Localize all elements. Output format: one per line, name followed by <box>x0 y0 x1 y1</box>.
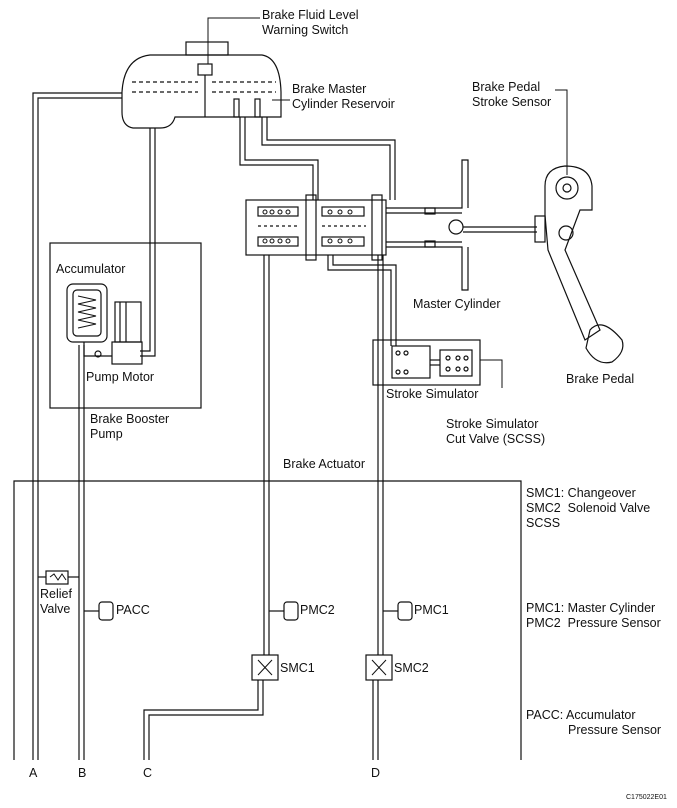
relief-valve-line-1: Relief <box>40 587 72 601</box>
pacc-sensor <box>84 601 114 621</box>
mc-simulator-line <box>327 255 397 346</box>
brake-pedal <box>544 165 624 364</box>
relief-valve-label: Relief Valve <box>40 587 72 617</box>
pmc1-sensor <box>383 601 413 621</box>
line-b <box>78 345 85 760</box>
legend-pressure: PMC1: Master Cylinder PMC2 Pressure Sens… <box>526 601 661 631</box>
reservoir-line-1: Brake Master <box>292 82 367 96</box>
legend-pressure-line-1: PMC1: Master Cylinder <box>526 601 656 615</box>
fluid-switch-leader <box>207 17 260 64</box>
booster-pump-label: Brake Booster Pump <box>90 412 169 442</box>
scss-line-1: Stroke Simulator <box>446 417 539 431</box>
reservoir-line-2: Cylinder Reservoir <box>292 97 395 111</box>
fluid-switch-line-2: Warning Switch <box>262 23 349 37</box>
reservoir-mc-lines <box>239 117 396 200</box>
figure-code: C175022E01 <box>626 794 667 801</box>
pacc-label: PACC <box>116 603 150 617</box>
stroke-sensor-line-1: Brake Pedal <box>472 80 541 94</box>
smc2-valve <box>365 654 393 681</box>
line-d <box>372 255 384 760</box>
relief-valve-line-2: Valve <box>40 602 71 616</box>
legend-pacc-line-2: Pressure Sensor <box>568 723 662 737</box>
pump-motor-label: Pump Motor <box>86 370 155 384</box>
reservoir-label: Brake Master Cylinder Reservoir <box>292 82 395 112</box>
scss-line-2: Cut Valve (SCSS) <box>446 432 546 446</box>
accumulator-label: Accumulator <box>56 262 126 276</box>
legend-pacc: PACC: Accumulator Pressure Sensor <box>526 708 661 738</box>
legend-solenoid-line-2: SMC2 Solenoid Valve <box>526 501 651 515</box>
master-cylinder <box>245 159 546 291</box>
fluid-switch-line-1: Brake Fluid Level <box>262 8 359 22</box>
legend-solenoid: SMC1: Changeover SMC2 Solenoid Valve SCS… <box>526 486 650 531</box>
port-d: D <box>371 766 381 780</box>
booster-pump-line-2: Pump <box>90 427 123 441</box>
scss-leader <box>480 359 503 388</box>
brake-pedal-label: Brake Pedal <box>566 372 635 386</box>
legend-pressure-line-2: PMC2 Pressure Sensor <box>526 616 661 630</box>
pump-motor-body <box>111 301 143 365</box>
reservoir-tank <box>121 41 282 129</box>
stroke-sensor-leader <box>555 89 568 175</box>
legend-solenoid-line-1: SMC1: Changeover <box>526 486 636 500</box>
booster-pump-box <box>49 242 202 409</box>
stroke-simulator-label: Stroke Simulator <box>386 387 479 401</box>
brake-actuator-label: Brake Actuator <box>283 457 365 471</box>
stroke-sensor-line-2: Stroke Sensor <box>472 95 552 109</box>
smc1-label: SMC1 <box>280 661 315 675</box>
brake-actuator-box <box>13 480 522 760</box>
port-a: A <box>29 766 38 780</box>
port-b: B <box>78 766 87 780</box>
stroke-sensor-label: Brake Pedal Stroke Sensor <box>472 80 551 110</box>
fluid-switch-label: Brake Fluid Level Warning Switch <box>262 8 359 38</box>
pmc2-label: PMC2 <box>300 603 335 617</box>
master-cylinder-label: Master Cylinder <box>413 297 501 311</box>
port-c: C <box>143 766 153 780</box>
stroke-simulator <box>372 339 481 386</box>
smc2-label: SMC2 <box>394 661 429 675</box>
legend-solenoid-line-3: SCSS <box>526 516 561 530</box>
legend-pacc-line-1: PACC: Accumulator <box>526 708 636 722</box>
smc1-valve <box>251 654 279 681</box>
line-a <box>32 92 122 760</box>
scss-label: Stroke Simulator Cut Valve (SCSS) <box>446 417 545 447</box>
booster-pump-line-1: Brake Booster <box>90 412 170 426</box>
pump-feed-line <box>140 128 156 357</box>
accumulator-cell <box>66 283 112 358</box>
line-c <box>143 255 270 760</box>
relief-valve <box>38 570 79 585</box>
pmc1-label: PMC1 <box>414 603 449 617</box>
pmc2-sensor <box>269 601 299 621</box>
